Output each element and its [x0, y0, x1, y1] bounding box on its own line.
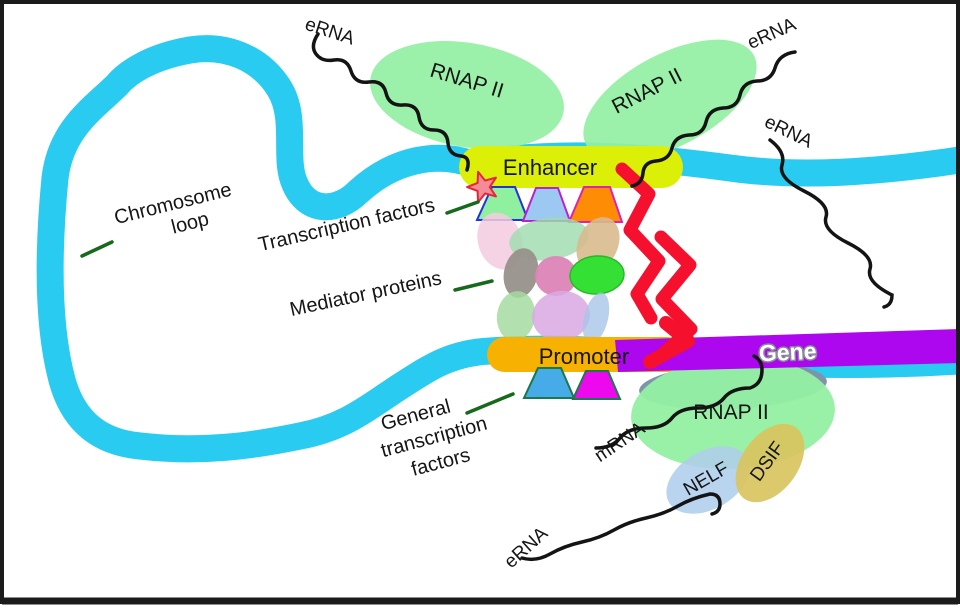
tf-trapezoid-orange — [567, 186, 624, 223]
mediator-blob — [496, 291, 536, 341]
gene-label: Gene — [758, 338, 817, 366]
pointer-lines — [80, 200, 515, 415]
rna-transcripts — [311, 32, 894, 562]
mrna-strand — [594, 354, 764, 450]
rnap2-gene-label: RNAP II — [693, 401, 768, 424]
gtf-trapezoid-blue — [522, 367, 576, 399]
erna-right-label: eRNA — [761, 112, 816, 153]
chromosome-loop-label: Chromosome loop — [112, 179, 234, 239]
promoter-label: Promoter — [539, 344, 629, 369]
general-tf-pointer — [465, 392, 515, 415]
enhancer-label: Enhancer — [503, 155, 597, 180]
mediator-blob — [582, 292, 610, 344]
erna-topright-label: eRNA — [744, 14, 799, 54]
mediator-blob — [569, 255, 625, 295]
transcription-factors-pointer — [445, 200, 480, 215]
mrna-label: mRNA — [591, 418, 649, 467]
rnap2-topright-ellipse — [583, 39, 757, 161]
erna-topleft-label: eRNA — [302, 14, 357, 50]
erna-strand-right — [768, 138, 894, 309]
erna-strand-bottom — [520, 492, 722, 562]
mediator-proteins-pointer — [453, 279, 494, 292]
zigzag-stroke — [643, 316, 695, 369]
tf-trapezoid-blue — [521, 187, 572, 222]
mediator-blob — [535, 256, 577, 296]
mediator-proteins-label: Mediator proteins — [288, 267, 444, 321]
gtf-trapezoid-magenta — [571, 370, 622, 400]
activation-star-icon — [466, 170, 497, 204]
enhancer-promoter-zigzag — [615, 162, 698, 369]
nelf-ellipse — [666, 446, 750, 514]
mediator-protein-cluster — [477, 212, 625, 344]
gene-region — [615, 329, 960, 372]
rnap2-topleft-ellipse — [370, 41, 564, 149]
chromosome-loop-pointer — [80, 240, 114, 258]
erna-bottom-label: eRNA — [500, 523, 552, 573]
erna-strand-topright — [630, 50, 797, 188]
mediator-blob — [503, 248, 539, 298]
dsif-ellipse — [735, 423, 805, 503]
zigzag-stroke — [615, 162, 666, 325]
mediator-blob — [532, 290, 590, 342]
erna-strand-topleft — [311, 32, 470, 172]
